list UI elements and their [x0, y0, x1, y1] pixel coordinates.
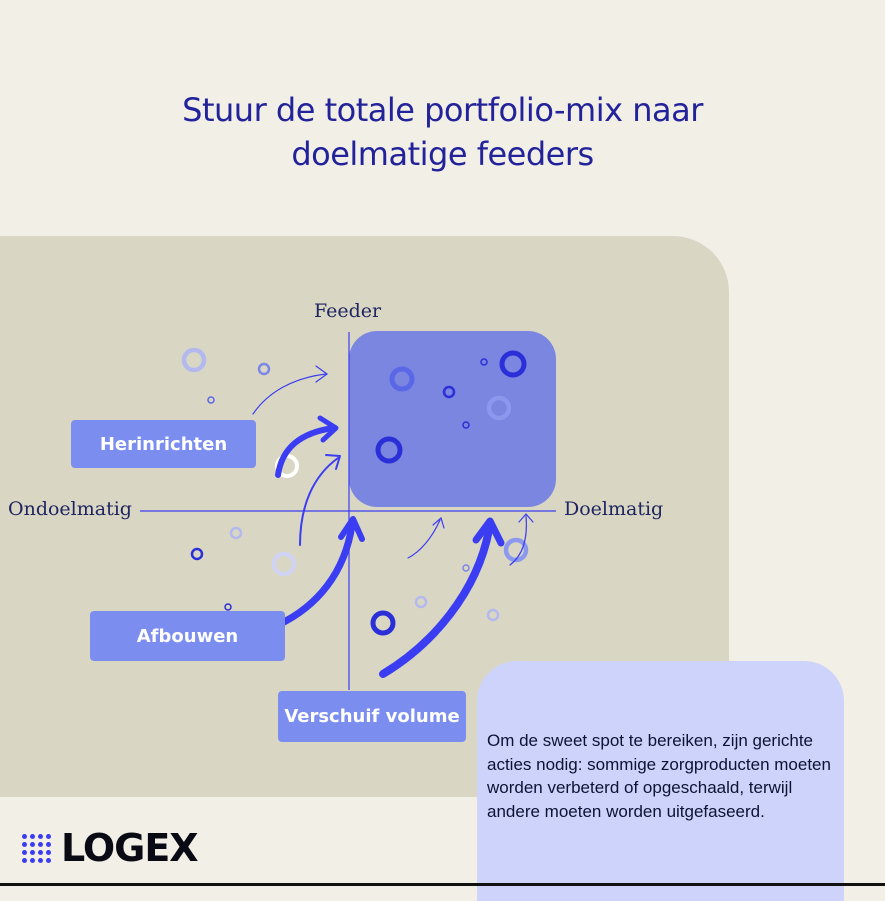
axis-label-ondoelmatig: Ondoelmatig: [8, 498, 132, 520]
bold-arrows: [274, 415, 505, 678]
circle-marker: [442, 385, 456, 399]
afbouwen-arrow-head: [338, 516, 365, 542]
circle-marker: [462, 421, 470, 429]
title-line-2: doelmatige feeders: [291, 135, 594, 173]
circle-marker: [190, 547, 204, 561]
circle-marker: [414, 595, 428, 609]
note-card: [477, 661, 844, 901]
note-text: Om de sweet spot te bereiken, zijn geric…: [487, 731, 831, 821]
circle-marker: [389, 366, 415, 392]
thin-arrows: [252, 365, 534, 566]
circle-marker: [503, 537, 529, 563]
circle-marker: [480, 358, 488, 366]
herinrichten-arrow-head: [317, 415, 339, 443]
afbouwen-arrow-2-head: [325, 454, 341, 470]
thin-arrow: [252, 373, 327, 415]
circle-marker: [486, 395, 512, 421]
circle-marker: [499, 350, 527, 378]
herinrichten-arrow: [275, 425, 336, 478]
verschuif-arrow-head: [472, 517, 505, 547]
circle-marker: [224, 603, 232, 611]
thin-arrow: [509, 515, 527, 566]
afbouwen-arrow: [274, 521, 356, 629]
action-herinrichten: Herinrichten: [71, 420, 256, 468]
page-title: Stuur de totale portfolio-mix naar doelm…: [0, 88, 885, 176]
circle-marker: [462, 564, 470, 572]
circle-marker: [181, 347, 207, 373]
logo-dots-icon: [22, 833, 51, 863]
action-afbouwen: Afbouwen: [90, 611, 285, 661]
action-verschuif-volume: Verschuif volume: [278, 691, 466, 742]
axis-label-feeder: Feeder: [314, 300, 382, 322]
bottom-border: [0, 883, 885, 886]
logex-logo: LOGEX: [22, 826, 199, 870]
sweet-spot-circles: [375, 350, 527, 464]
circle-marker: [486, 608, 500, 622]
circle-marker: [370, 610, 396, 636]
verschuif-arrow: [379, 526, 493, 678]
circle-marker: [207, 396, 215, 404]
circle-marker: [257, 362, 271, 376]
title-line-1: Stuur de totale portfolio-mix naar: [182, 91, 703, 129]
circle-marker: [375, 436, 403, 464]
sweet-spot-area: [349, 331, 556, 507]
circle-marker: [271, 551, 297, 577]
thin-arrow-head: [315, 365, 329, 383]
thin-arrow-head: [432, 516, 445, 529]
thin-arrow-head: [518, 513, 534, 523]
circle-marker: [229, 526, 243, 540]
axis-label-doelmatig: Doelmatig: [564, 498, 664, 520]
logo-text: LOGEX: [61, 826, 199, 870]
thin-arrow: [407, 519, 441, 559]
afbouwen-arrow-2: [299, 457, 339, 546]
